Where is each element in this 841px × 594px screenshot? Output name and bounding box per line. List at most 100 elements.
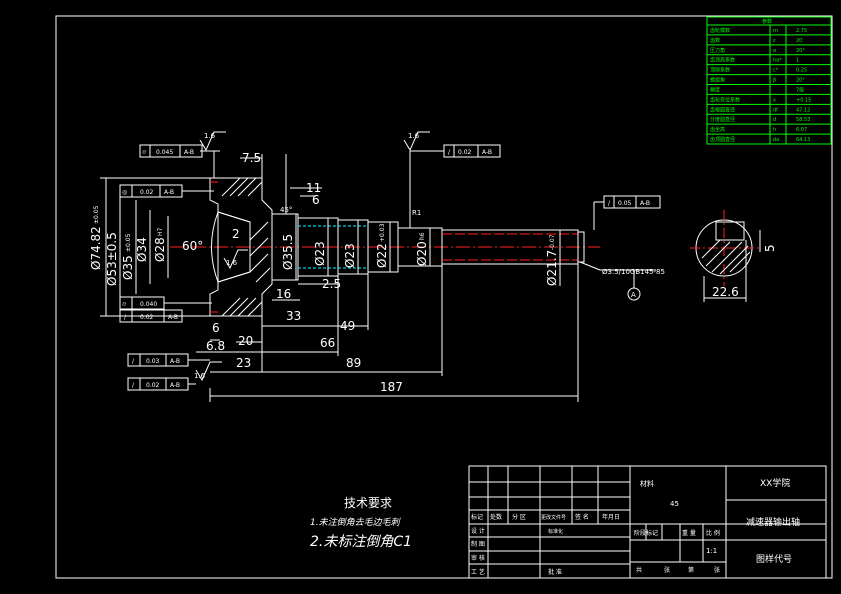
tolerance-frames: [119, 131, 661, 391]
title-block-texts: XX学院 减速器输出轴 图样代号 材料 45 1:1 标记 处数 分 区 更改文…: [471, 477, 800, 576]
dim-2: 2: [232, 227, 240, 241]
dim-7-5: 7.5: [242, 151, 261, 165]
param-cell: 6.07: [796, 127, 807, 133]
flange-hatch: [221, 177, 271, 317]
dim-d23a: Ø23: [313, 241, 327, 266]
tol-6-value: 0.02: [146, 382, 160, 389]
dim-d34: Ø34: [135, 237, 149, 262]
dim-r1: R1: [412, 209, 421, 217]
title-block: [468, 465, 827, 579]
tol-4-value: 0.02: [140, 314, 154, 321]
tb-change-doc: 更改文件号: [541, 514, 566, 521]
param-cell: 压力角: [710, 47, 725, 54]
param-cell: 精度: [710, 86, 720, 93]
param-cell: 齿轮变位系数: [710, 96, 740, 103]
tol-5-value: 0.03: [146, 358, 160, 365]
param-cell: h: [773, 127, 776, 133]
tol-1-datum: A-B: [184, 149, 194, 156]
param-cell: 47.12: [796, 107, 810, 113]
param-cell: 分度圆直径: [710, 116, 735, 123]
tb-sheet: 张: [664, 566, 670, 574]
dim-d22: Ø22: [375, 243, 389, 268]
tol-6-datum: A-B: [170, 382, 180, 389]
dim-d21-7: Ø21.7: [545, 250, 559, 286]
dim-d53: Ø53±0.5: [105, 232, 119, 286]
dim-22-6: 22.6: [712, 285, 739, 299]
tb-draw: 制 图: [471, 540, 485, 548]
tb-sign: 签 名: [575, 513, 589, 521]
part-name: 减速器输出轴: [746, 516, 800, 528]
dim-d28-tol: H7: [157, 227, 164, 236]
dim-d22-tol: +0.03: [379, 223, 386, 242]
shaft-view: [170, 177, 600, 317]
dim-11: 11: [306, 181, 321, 195]
tol-6-symbol: /: [132, 382, 135, 389]
tolerance-texts: ⌭ 0.045 A-B ◎ 0.02 A-B ⌭ 0.040 / 0.02 A-…: [122, 149, 650, 389]
tb-stage-mark: 阶段标记: [634, 529, 658, 537]
param-cell: +0.15: [796, 97, 811, 103]
dim-d20-tol: h6: [419, 232, 426, 240]
tol-5-datum: A-B: [170, 358, 180, 365]
param-table-title: 参数: [762, 18, 772, 25]
param-cell: 螺旋角: [710, 77, 725, 84]
tol-2-value: 0.02: [140, 189, 154, 196]
dim-d35: Ø35: [121, 255, 135, 280]
tech-req-line2: 2.未标注倒角C1: [310, 534, 412, 550]
param-cell: df: [773, 107, 778, 113]
param-cell: 齿数: [710, 37, 720, 44]
tol-3-value: 0.040: [140, 301, 157, 308]
param-cell: 20°: [796, 78, 805, 84]
tb-count: 处数: [490, 513, 502, 521]
dim-d20: Ø20: [415, 241, 429, 266]
dimension-lines: [100, 150, 656, 402]
dim-49: 49: [340, 319, 355, 333]
dim-6b: 6: [212, 321, 220, 335]
dim-66: 66: [320, 336, 335, 350]
dim-d74-82-tol: ±0.05: [93, 205, 100, 224]
param-cell: 64.13: [796, 137, 810, 143]
param-cell: 顶隙系数: [710, 67, 730, 74]
tb-page-sheet: 张: [714, 566, 720, 574]
dim-187: 187: [380, 380, 403, 394]
param-cell: 20: [796, 38, 802, 44]
tb-marks: 标记: [471, 513, 483, 521]
param-cell: 0.25: [796, 68, 807, 74]
dim-33: 33: [286, 309, 301, 323]
dim-d23b: Ø23: [343, 243, 357, 268]
tb-weight: 重 量: [682, 529, 696, 537]
dim-16: 16: [276, 287, 291, 301]
dim-6a: 6: [312, 193, 320, 207]
tb-zone: 分 区: [512, 513, 526, 521]
tol-8-datum: A-B: [640, 200, 650, 207]
param-cell: 齿顶高系数: [710, 57, 735, 64]
roughness-2: 1.6: [408, 132, 420, 140]
dim-89: 89: [346, 356, 361, 370]
param-cell: β: [773, 78, 776, 84]
dimension-texts: 7.5 11 6 45° 2 2.5 16 33 49 66 6 6.8 20 …: [182, 132, 739, 394]
tech-req-line1: 1.未注倒角去毛边毛刺: [310, 517, 402, 528]
param-cell: ha*: [773, 58, 782, 64]
param-cell: 齿轮模数: [710, 27, 730, 34]
tb-design: 设 计: [471, 527, 485, 535]
dim-d35-tol: ±0.05: [125, 233, 132, 252]
tol-2-symbol: ◎: [122, 189, 127, 196]
school-name: XX学院: [760, 477, 790, 489]
scale-value: 1:1: [706, 547, 717, 555]
datum-a-label: A: [631, 291, 636, 299]
param-cell: da: [773, 137, 779, 143]
dim-6-8: 6.8: [206, 339, 225, 353]
param-cell: 58.53: [796, 117, 810, 123]
tech-req-title: 技术要求: [344, 496, 392, 510]
param-cell: 齿全高: [710, 126, 725, 133]
tol-8-symbol: /: [608, 200, 611, 207]
tol-7-value: 0.02: [458, 149, 472, 156]
dim-d21-7-tol: -0.07: [549, 234, 556, 250]
drawing-border: [55, 15, 833, 579]
spline-note: Ø3.5/10GB145-85: [602, 268, 665, 276]
param-cell: 20°: [796, 48, 805, 54]
tol-1-symbol: ⌭: [142, 149, 147, 156]
tb-check: 审 核: [471, 554, 485, 562]
drawing-code: 图样代号: [756, 553, 792, 565]
